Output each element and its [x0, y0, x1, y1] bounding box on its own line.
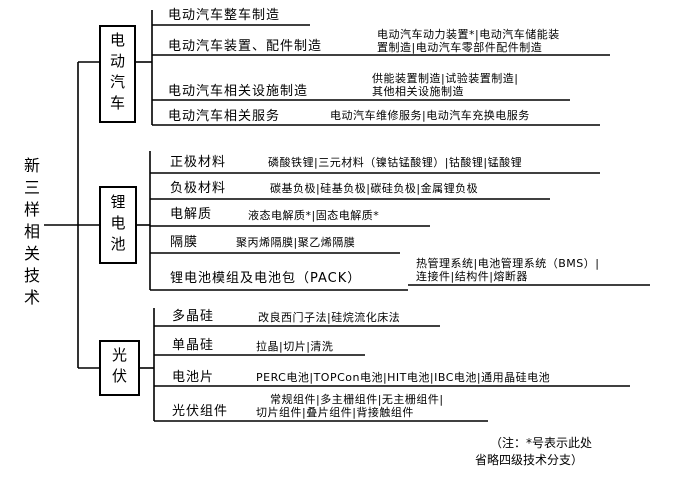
root-label: 新三样相关技术 [21, 157, 40, 311]
branch-detail: 电动汽车维修服务|电动汽车充换电服务 [330, 109, 530, 122]
branch-label: 电动汽车装置、配件制造 [168, 39, 323, 54]
branch-detail: 切片组件|叠片组件|背接触组件 [256, 406, 414, 419]
branch-detail: 供能装置制造|试验装置制造| [372, 72, 519, 85]
branch-label: 锂电池模组及电池包（PACK） [170, 271, 362, 286]
branch-label: 电动汽车相关设施制造 [168, 84, 309, 99]
footnote-line: （注：*号表示此处 [490, 436, 593, 450]
branch-label: 负极材料 [170, 181, 227, 196]
category-label-lithium: 锂电池 [108, 193, 127, 257]
branch-detail: 置制造|电动汽车零部件配件制造 [377, 41, 543, 54]
branch-label: 隔膜 [170, 235, 199, 250]
branch-label: 正极材料 [170, 155, 227, 170]
branch-label: 电动汽车相关服务 [168, 109, 281, 124]
category-box-ev: 电动汽车 [99, 25, 136, 123]
branch-detail: PERC电池|TOPCon电池|HIT电池|IBC电池|通用晶硅电池 [256, 371, 551, 384]
branch-label: 光伏组件 [172, 404, 229, 419]
branch-detail: 液态电解质*|固态电解质* [248, 209, 380, 222]
branch-detail: 电动汽车动力装置*|电动汽车储能装 [377, 28, 560, 41]
branch-detail: 热管理系统|电池管理系统（BMS）| [416, 257, 600, 270]
branch-label: 单晶硅 [172, 338, 215, 353]
branch-detail: 磷酸铁锂|三元材料（镍钴锰酸锂）|钴酸锂|锰酸锂 [268, 156, 523, 169]
branch-label: 电动汽车整车制造 [168, 8, 281, 23]
branch-detail: 改良西门子法|硅烷流化床法 [258, 311, 401, 324]
category-label-ev: 电动汽车 [108, 32, 126, 116]
branch-detail: 连接件|结构件|熔断器 [416, 270, 528, 283]
branch-label: 电解质 [170, 207, 213, 222]
branch-detail: 拉晶|切片|清洗 [256, 340, 334, 353]
branch-detail: 常规组件|多主栅组件|无主栅组件| [270, 393, 444, 406]
branch-detail: 聚丙烯隔膜|聚乙烯隔膜 [236, 236, 356, 249]
branch-label: 多晶硅 [172, 309, 215, 324]
branch-detail: 其他相关设施制造 [372, 85, 464, 98]
branch-detail: 碳基负极|硅基负极|碳硅负极|金属锂负极 [270, 182, 479, 195]
footnote-line: 省略四级技术分支） [475, 453, 584, 467]
branch-label: 电池片 [172, 370, 215, 385]
category-box-lithium: 锂电池 [99, 186, 137, 264]
category-box-pv: 光伏 [99, 340, 140, 396]
category-label-pv: 光伏 [110, 347, 128, 389]
